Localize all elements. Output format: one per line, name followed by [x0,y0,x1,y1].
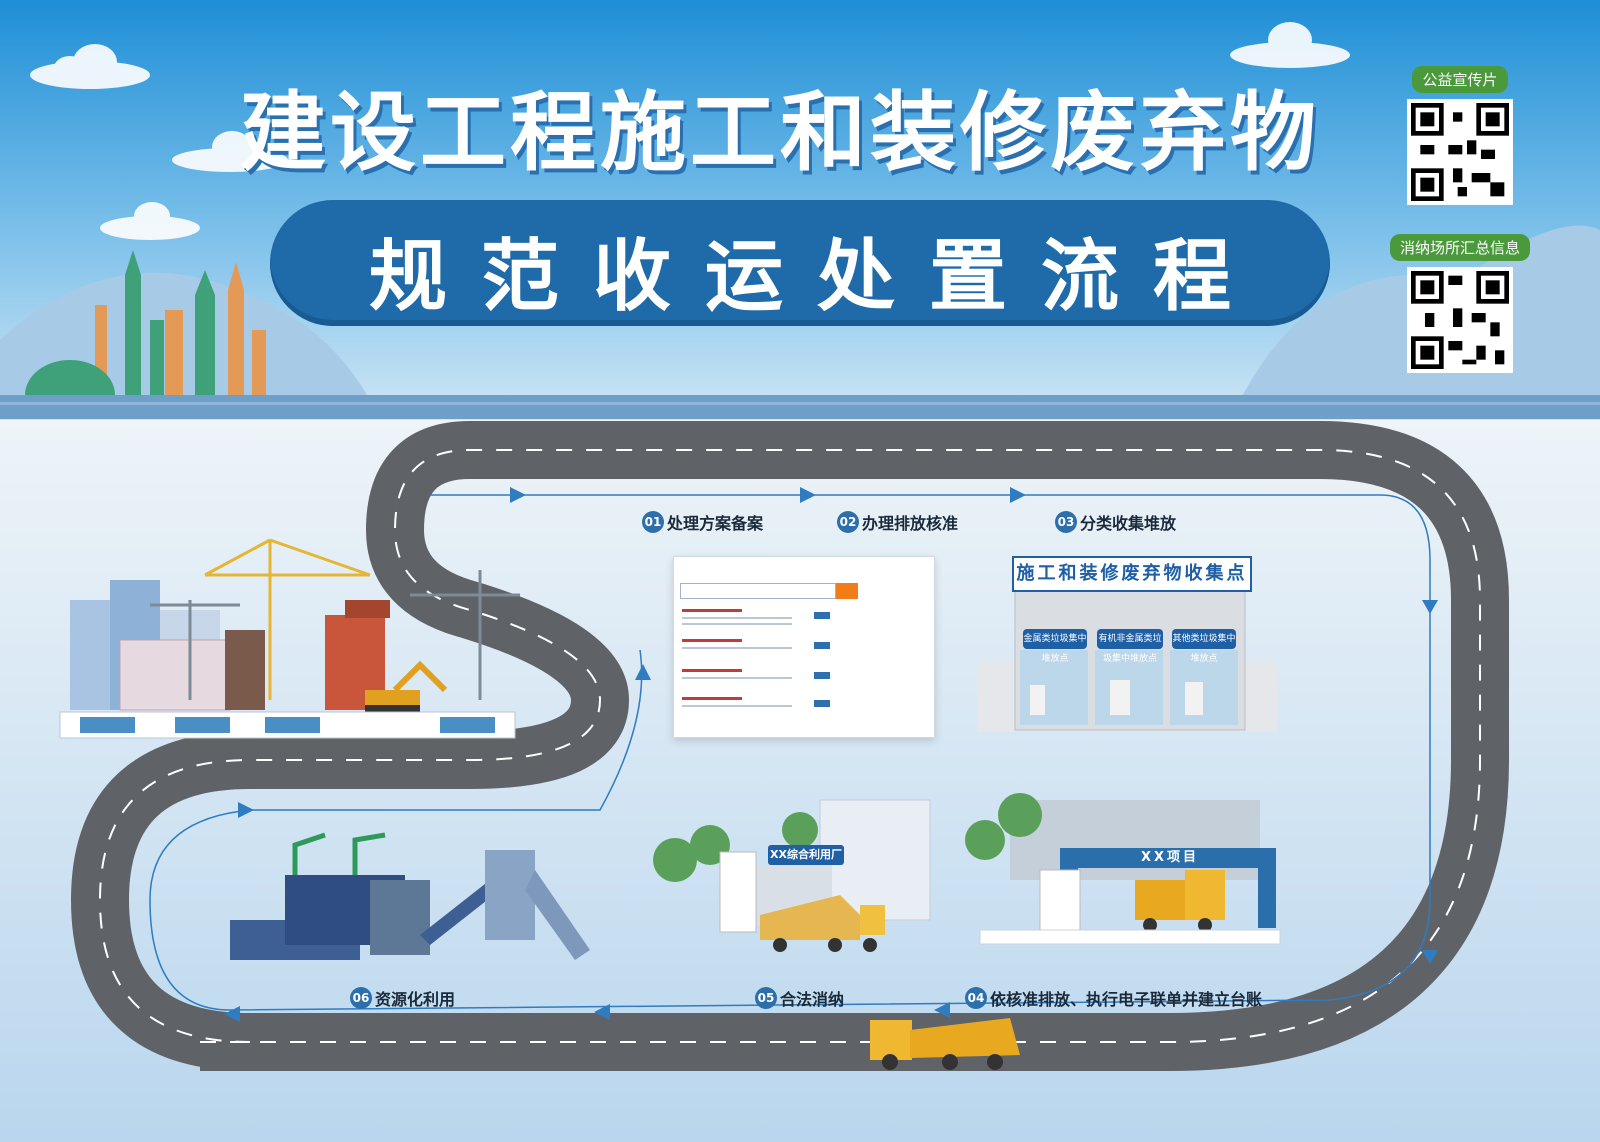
qr-block-disposal-sites[interactable]: 消纳场所汇总信息 [1385,234,1535,373]
web-result-title [682,669,742,672]
web-result-desc [682,623,792,625]
step-number: 05 [755,987,777,1009]
dump-truck-icon [870,1018,1020,1070]
tree-icon [965,793,1042,860]
direction-arrow-icon [934,1002,950,1018]
web-result-desc [682,617,792,619]
step-number: 02 [837,511,859,533]
web-result-desc [682,647,792,649]
page-subtitle: 规范收运处置流程 [368,232,1265,322]
direction-arrow-icon [1010,487,1026,503]
step-number: 04 [965,987,987,1009]
crane-icon [150,570,520,700]
collection-point-sign: 施工和装修废弃物收集点 [1012,556,1252,592]
step-05-label: 05 合法消纳 [755,986,844,1010]
factory-sign: XX综合利用厂 [768,845,844,865]
web-action-button [814,672,830,679]
step-number: 03 [1055,511,1077,533]
web-result-desc [682,677,792,679]
web-action-button [814,612,830,619]
winding-road [71,421,1509,1071]
direction-arrow-icon [594,1004,610,1020]
web-result-desc [682,705,792,707]
step-number: 06 [350,987,372,1009]
web-search-box [680,583,836,599]
web-search-button [836,583,858,599]
project-sign: XX项目 [1064,848,1276,868]
web-result-title [682,639,742,642]
robot-arm-icon [292,832,386,875]
step-01-label: 01 处理方案备案 [642,510,763,534]
cloud-icon [30,22,1350,240]
construction-site [59,538,520,739]
web-action-button [814,642,830,649]
step-number: 01 [642,511,664,533]
dump-truck-icon [760,895,885,952]
page-title: 建设工程施工和装修废弃物 [240,83,1320,183]
step-04-label: 04 依核准排放、执行电子联单并建立台账 [965,986,1262,1010]
step-text: 合法消纳 [780,990,845,1009]
city-skyline [25,250,266,395]
step-text: 分类收集堆放 [1080,514,1177,533]
bin-label-organic: 有机非金属类垃圾集中堆放点 [1097,629,1163,664]
step-text: 处理方案备案 [667,514,764,533]
web-result-title [682,697,742,700]
web-action-button [814,700,830,707]
direction-arrow-icon [1422,950,1438,964]
qr-code-icon[interactable] [1407,267,1513,373]
conveyor-machine-icon [230,832,590,960]
subtitle-banner: 规范收运处置流程 [270,200,1330,326]
collection-point-building [977,589,1277,732]
route-line [149,487,1438,1022]
bin-label-metal: 金属类垃圾集中堆放点 [1023,629,1087,664]
direction-arrow-icon [510,487,526,503]
direction-arrow-icon [224,1006,240,1022]
step-text: 依核准排放、执行电子联单并建立台账 [990,990,1263,1009]
qr-label: 公益宣传片 [1412,66,1508,93]
step-text: 资源化利用 [375,990,456,1009]
step-02-label: 02 办理排放核准 [837,510,958,534]
direction-arrow-icon [800,487,816,503]
qr-block-promo-video[interactable]: 公益宣传片 [1405,66,1515,205]
bin-label-other: 其他类垃圾集中堆放点 [1172,629,1236,664]
dump-truck-icon [1135,870,1225,932]
government-website-screenshot [673,556,935,738]
step-03-label: 03 分类收集堆放 [1055,510,1176,534]
crane-icon [204,538,371,700]
step-text: 办理排放核准 [862,514,959,533]
direction-arrow-icon [1422,600,1438,614]
excavator-icon [365,660,448,713]
qr-code-icon[interactable] [1407,99,1513,205]
direction-arrow-icon [238,802,254,818]
qr-label: 消纳场所汇总信息 [1389,234,1530,261]
step-06-label: 06 资源化利用 [350,986,455,1010]
web-result-title [682,609,742,612]
direction-arrow-icon [635,664,651,680]
